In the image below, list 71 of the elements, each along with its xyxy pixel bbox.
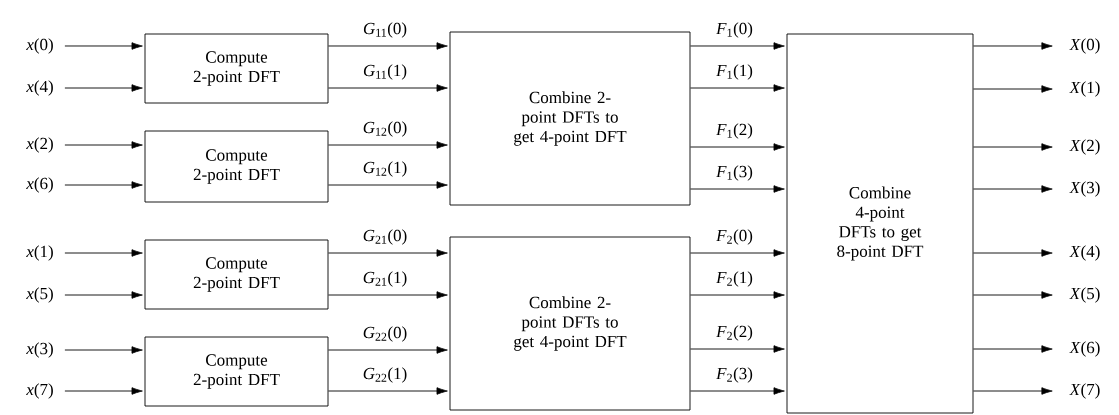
arrow: [328, 291, 448, 299]
signal-label: x(5): [26, 287, 53, 303]
arrow: [328, 346, 448, 354]
arrow: [64, 346, 143, 354]
arrow: [973, 85, 1053, 93]
arrow: [690, 84, 785, 92]
arrow: [690, 291, 785, 299]
edge-label: G$_{21}$(0): [361, 228, 409, 246]
process-box: Combine 4-point DFTs to get 8-point DFT: [786, 33, 974, 414]
signal-label: x(1): [26, 245, 53, 261]
process-box: Compute 2-point DFT: [144, 239, 329, 310]
edge-label: F$_{2}$(3): [715, 366, 754, 384]
edge-label: G$_{12}$(0): [361, 120, 409, 138]
signal-label: x(6): [26, 177, 53, 193]
signal-label: X(5): [1069, 287, 1100, 303]
arrow: [973, 42, 1053, 50]
signal-label: x(4): [26, 80, 53, 96]
arrow: [690, 345, 785, 353]
process-box: Compute 2-point DFT: [144, 33, 329, 104]
arrow: [973, 345, 1053, 353]
signal-label: x(3): [26, 342, 53, 358]
edge-label: F$_{1}$(0): [715, 21, 754, 39]
edge-label: G$_{11}$(1): [362, 63, 409, 81]
process-box: Compute 2-point DFT: [144, 336, 329, 407]
arrow: [973, 249, 1053, 257]
edge-label: F$_{2}$(2): [715, 324, 754, 342]
arrow: [64, 291, 143, 299]
process-box: Combine 2-point DFTs to get 4-point DFT: [449, 31, 691, 206]
arrow: [973, 387, 1053, 395]
arrow: [64, 181, 143, 189]
arrow: [64, 387, 143, 395]
arrow: [328, 387, 448, 395]
arrow: [64, 84, 143, 92]
arrow: [690, 42, 785, 50]
signal-label: X(1): [1069, 81, 1100, 97]
arrow: [328, 249, 448, 257]
edge-label: G$_{22}$(1): [361, 366, 409, 384]
signal-label: X(4): [1069, 245, 1100, 261]
process-box: Compute 2-point DFT: [144, 130, 329, 203]
edge-label: F$_{1}$(3): [715, 164, 754, 182]
arrow: [64, 141, 143, 149]
edge-label: F$_{2}$(1): [715, 270, 754, 288]
process-box: Combine 2-point DFTs to get 4-point DFT: [449, 236, 691, 411]
arrow: [64, 42, 143, 50]
arrow: [328, 42, 448, 50]
arrow: [328, 141, 448, 149]
signal-label: X(3): [1069, 181, 1100, 197]
arrow: [973, 291, 1053, 299]
edge-label: G$_{21}$(1): [361, 270, 409, 288]
arrow: [690, 143, 785, 151]
signal-label: X(7): [1069, 383, 1100, 399]
signal-label: x(2): [26, 137, 53, 153]
arrow: [973, 143, 1053, 151]
signal-label: X(0): [1069, 38, 1100, 54]
signal-label: X(6): [1069, 341, 1100, 357]
arrow: [328, 84, 448, 92]
arrow: [64, 249, 143, 257]
arrow: [690, 387, 785, 395]
edge-label: F$_{1}$(2): [715, 122, 754, 140]
edge-label: G$_{22}$(0): [361, 325, 409, 343]
signal-label: X(2): [1069, 139, 1100, 155]
signal-label: x(7): [26, 383, 53, 399]
arrow: [690, 185, 785, 193]
edge-label: G$_{11}$(0): [362, 21, 409, 39]
edge-label: F$_{2}$(0): [715, 228, 754, 246]
edge-label: G$_{12}$(1): [361, 160, 409, 178]
edge-label: F$_{1}$(1): [715, 63, 754, 81]
arrow: [690, 249, 785, 257]
signal-label: x(0): [26, 38, 53, 54]
arrow: [328, 181, 448, 189]
arrow: [973, 185, 1053, 193]
